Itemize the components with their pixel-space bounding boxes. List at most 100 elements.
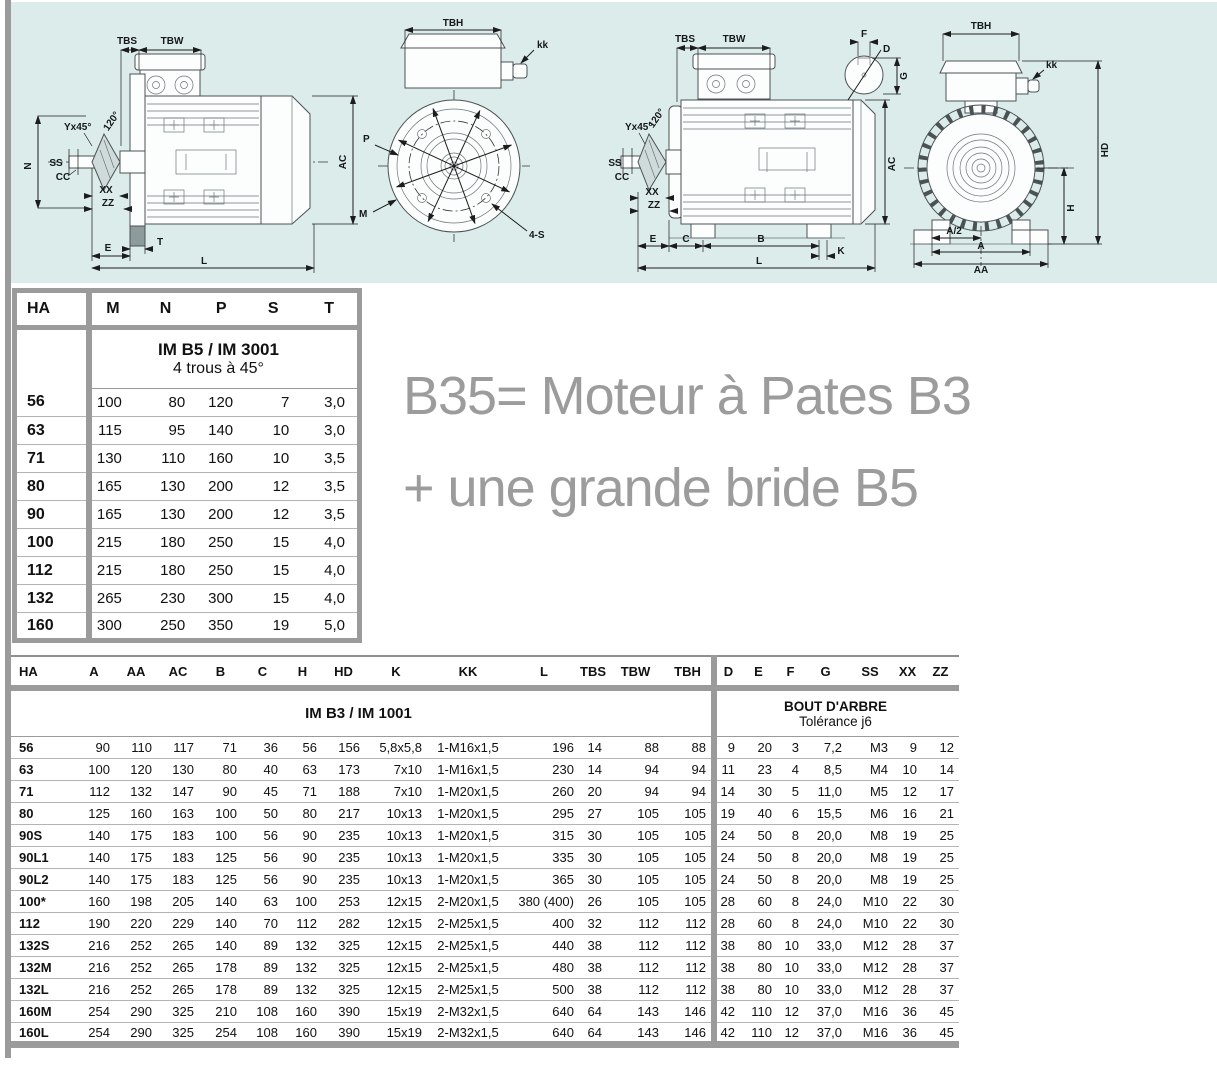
main-table-header-row: HA A AA AC B C H HD K KK L TBS TBW TBH D… bbox=[11, 656, 959, 691]
cell: 38 bbox=[579, 956, 607, 979]
svg-text:L: L bbox=[756, 256, 762, 267]
cell: 36 bbox=[893, 1022, 922, 1045]
cell: 325 bbox=[322, 956, 365, 979]
svg-text:Yx45°: Yx45° bbox=[625, 122, 652, 133]
svg-text:M: M bbox=[359, 209, 367, 220]
cell: M16 bbox=[847, 1022, 893, 1045]
table-row: 80 125 160 163 100 50 80 217 10x13 1-M20… bbox=[11, 802, 959, 825]
cell: 183 bbox=[157, 846, 199, 869]
svg-text:CC: CC bbox=[615, 172, 629, 183]
svg-text:L: L bbox=[201, 256, 207, 267]
cell: 1-M20x1,5 bbox=[427, 824, 509, 847]
row-label-ha: 132S bbox=[11, 934, 73, 957]
cell: 10 bbox=[777, 956, 804, 979]
table-row: 160 300 250 350 19 5,0 bbox=[14, 612, 360, 641]
table-row: 100 215 180 250 15 4,0 bbox=[14, 528, 360, 557]
cell: 146 bbox=[664, 1000, 717, 1023]
cell: 40 bbox=[242, 758, 283, 781]
cell: 50 bbox=[242, 802, 283, 825]
cell: 178 bbox=[199, 978, 242, 1001]
cell: M8 bbox=[847, 868, 893, 891]
cell: 140 bbox=[197, 416, 246, 445]
cell: 17 bbox=[922, 780, 959, 803]
cell: 88 bbox=[644, 740, 659, 755]
column-header-ha: HA bbox=[11, 656, 73, 691]
cell: 110 bbox=[133, 444, 198, 473]
cell: 112 bbox=[664, 934, 717, 957]
flange-table-title-row: IM B5 / IM 3001 4 trous à 45° bbox=[14, 327, 360, 389]
svg-text:Yx45°: Yx45° bbox=[64, 122, 91, 133]
cell: 90 bbox=[283, 868, 322, 891]
row-label-ha: 90L2 bbox=[11, 868, 73, 891]
cell: 250 bbox=[197, 528, 246, 557]
column-header: D bbox=[714, 656, 740, 691]
cell: 12x15 bbox=[365, 890, 427, 913]
cell: 190 bbox=[73, 912, 115, 935]
cell: 12 bbox=[939, 740, 954, 755]
cell: 38 bbox=[579, 934, 607, 957]
table-row: 112 190 220 229 140 70 112 282 12x15 2-M… bbox=[11, 912, 959, 935]
cell: 89 bbox=[242, 978, 283, 1001]
cell: 229 bbox=[157, 912, 199, 935]
table-row: 160L 254 290 325 254 108 160 390 15x19 2… bbox=[11, 1022, 959, 1045]
cell: 25 bbox=[922, 868, 959, 891]
cell: 252 bbox=[115, 956, 157, 979]
cell: 640 bbox=[509, 1022, 579, 1045]
cell: 90 bbox=[283, 824, 322, 847]
column-header: XX bbox=[893, 656, 922, 691]
cell: 3,0 bbox=[324, 394, 345, 411]
cell: 265 bbox=[157, 934, 199, 957]
cell: 105 bbox=[664, 802, 717, 825]
cell: 64 bbox=[579, 1022, 607, 1045]
cell: 30 bbox=[579, 846, 607, 869]
cell: 26 bbox=[579, 890, 607, 913]
svg-text:TBH: TBH bbox=[443, 18, 464, 29]
svg-text:120°: 120° bbox=[102, 110, 123, 133]
cell: 56 bbox=[242, 824, 283, 847]
cell: 105 bbox=[664, 868, 717, 891]
cell: 8 bbox=[777, 912, 804, 935]
cell: 12 bbox=[777, 1022, 804, 1045]
cell: 165 bbox=[89, 472, 134, 501]
cell: 12x15 bbox=[365, 934, 427, 957]
cell: 25 bbox=[922, 824, 959, 847]
cell: 105 bbox=[607, 890, 664, 913]
cell: 250 bbox=[133, 612, 198, 641]
cell: 295 bbox=[509, 802, 579, 825]
column-header: K bbox=[365, 656, 427, 691]
cell: 220 bbox=[115, 912, 157, 935]
svg-text:F: F bbox=[861, 29, 867, 40]
table-row: 90L2 140 175 183 125 56 90 235 10x13 1-M… bbox=[11, 868, 959, 891]
cell: 112 bbox=[664, 978, 717, 1001]
main-dimensions-table: IM B3 / IM 1001 BOUT D'ARBRE Tolérance j… bbox=[11, 655, 959, 1048]
row-label-ha: 132M bbox=[11, 956, 73, 979]
cell: 156 bbox=[338, 740, 360, 755]
cell: 89 bbox=[242, 934, 283, 957]
cell: 1-M16x1,5 bbox=[427, 758, 509, 781]
cell: 325 bbox=[157, 1000, 199, 1023]
cell: 3,5 bbox=[301, 472, 360, 501]
cell: 235 bbox=[322, 846, 365, 869]
cell: 80 bbox=[283, 802, 322, 825]
cell: 180 bbox=[133, 528, 198, 557]
cell: 175 bbox=[115, 868, 157, 891]
cell: 24 bbox=[714, 868, 740, 891]
cell: 175 bbox=[115, 846, 157, 869]
cell: M16 bbox=[847, 1000, 893, 1023]
cell: 110 bbox=[740, 1000, 777, 1023]
cell: 1-M20x1,5 bbox=[427, 846, 509, 869]
cell: 5,8x5,8 bbox=[379, 740, 422, 755]
cell: 108 bbox=[242, 1022, 283, 1045]
cell: 216 bbox=[73, 934, 115, 957]
svg-text:TBH: TBH bbox=[971, 21, 992, 32]
column-header: M bbox=[89, 290, 134, 330]
cell: 125 bbox=[199, 846, 242, 869]
cell: 8 bbox=[777, 824, 804, 847]
cell: 3,5 bbox=[301, 444, 360, 473]
cell: 132 bbox=[283, 978, 322, 1001]
svg-text:B: B bbox=[757, 234, 764, 245]
cell: 110 bbox=[131, 740, 152, 755]
cell: 94 bbox=[664, 780, 717, 803]
cell: 9 bbox=[727, 740, 735, 755]
svg-text:4-S: 4-S bbox=[529, 230, 545, 241]
